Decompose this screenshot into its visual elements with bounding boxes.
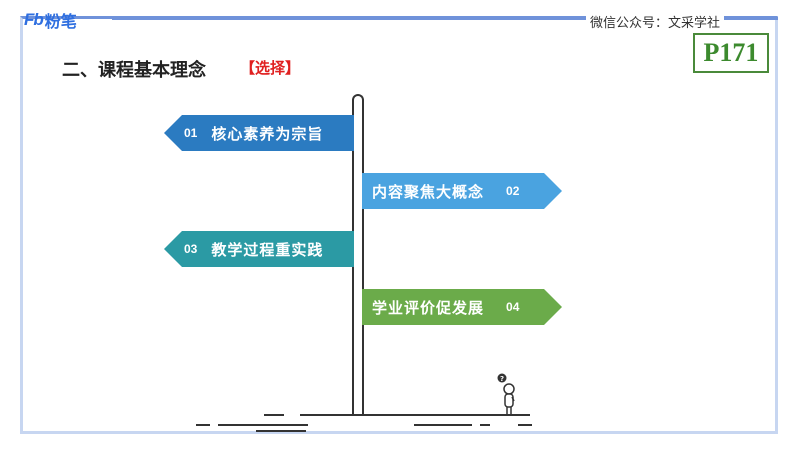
ground-line (264, 414, 284, 416)
header-line (112, 17, 778, 20)
brand-logo: Fb 粉笔 (24, 8, 77, 32)
sign-number: 03 (184, 242, 198, 256)
signpost-arrow-02: 内容聚焦大概念 02 (362, 173, 562, 209)
sign-number: 01 (184, 126, 198, 140)
sign-label: 学业评价促发展 (372, 298, 485, 317)
ground-line (518, 424, 532, 426)
sign-number: 02 (506, 184, 520, 198)
page-number-badge: P171 (693, 33, 769, 73)
section-title: 二、课程基本理念 (62, 60, 206, 81)
question-mark: ? (500, 375, 504, 383)
ground-line (256, 430, 306, 432)
logo-text: 粉笔 (44, 12, 77, 31)
wechat-account: 微信公众号：文采学社 (586, 12, 725, 31)
thinking-figure-icon: ? (497, 373, 515, 414)
ground-line (300, 414, 530, 416)
logo-mark: Fb (24, 10, 44, 29)
ground-line (218, 424, 308, 426)
ground-line (196, 424, 210, 426)
question-type-tag: 【选择】 (240, 59, 301, 77)
sign-label: 教学过程重实践 (211, 240, 324, 259)
signpost-arrow-03: 03 教学过程重实践 (164, 231, 354, 267)
ground-line (414, 424, 472, 426)
signpost-arrow-01: 01 核心素养为宗旨 (164, 115, 354, 151)
sign-label: 核心素养为宗旨 (211, 124, 324, 143)
sign-number: 04 (506, 300, 520, 314)
ground-line (480, 424, 490, 426)
sign-label: 内容聚焦大概念 (372, 182, 485, 201)
signpost-arrow-04: 学业评价促发展 04 (362, 289, 562, 325)
